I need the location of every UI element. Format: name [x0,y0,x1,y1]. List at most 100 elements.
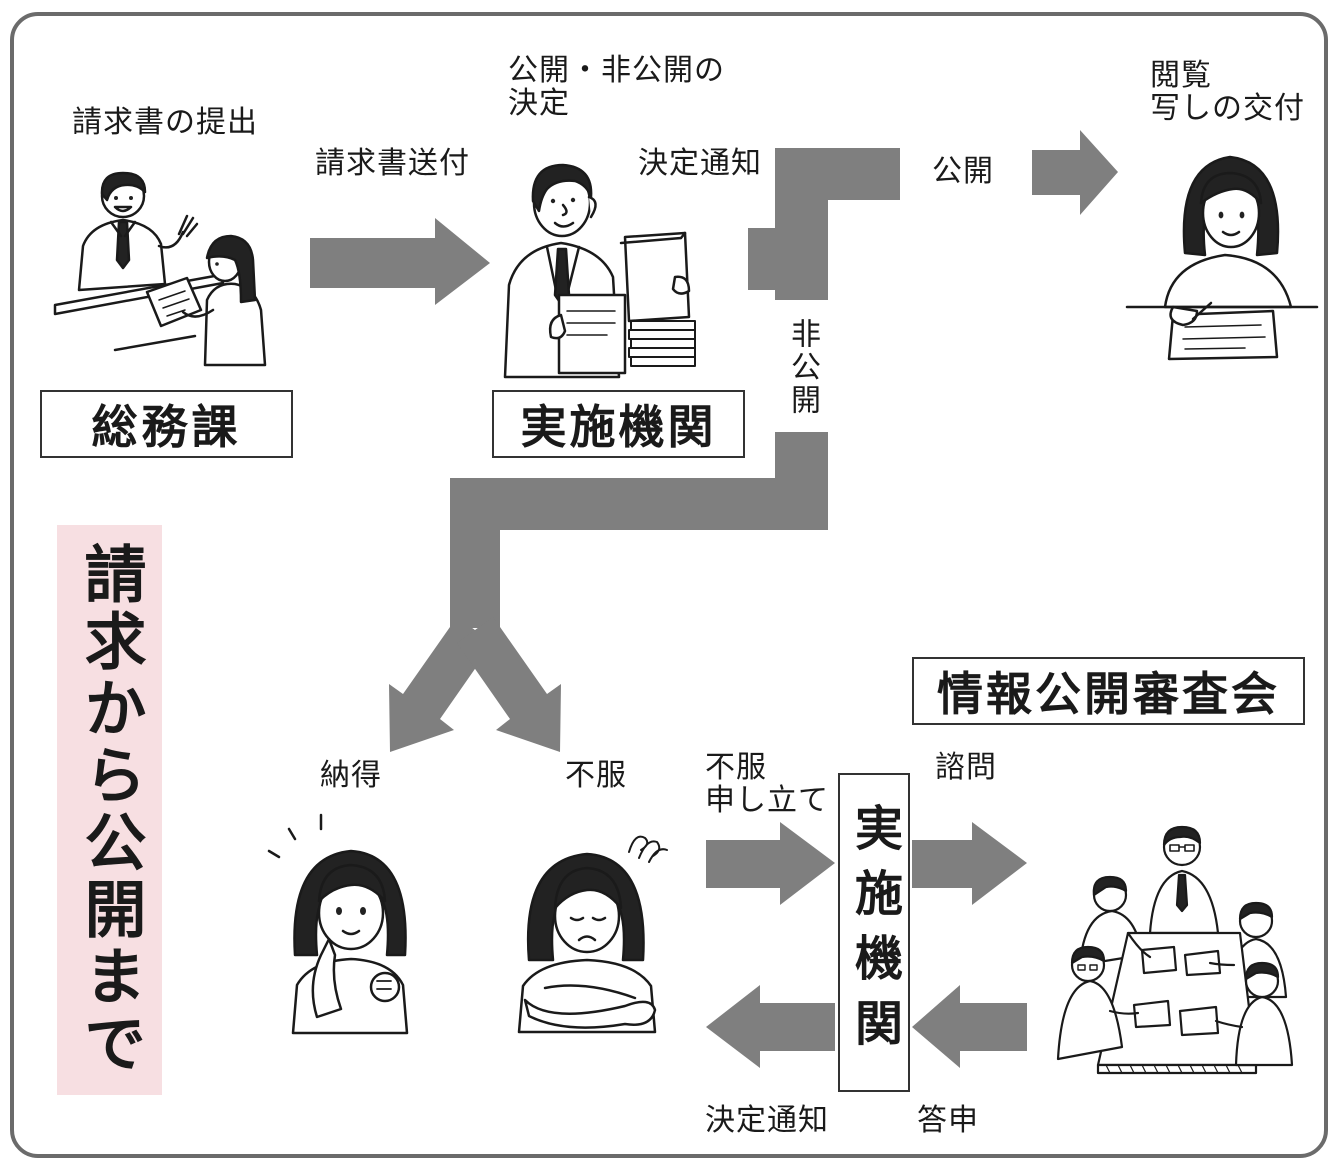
clerk-mouth [113,205,133,213]
right-fist [369,971,401,1003]
table-paper [1140,945,1178,975]
general-affairs-box: 総務課 [40,390,293,458]
acceptance-label: 納得 [320,758,382,793]
woman-body [1163,253,1293,309]
member-c-hair [1238,901,1274,921]
viewing-label-line2: 写しの交付 [1150,91,1305,126]
member-d-hair [1244,961,1280,981]
woman-eye-right [360,907,366,915]
request-forwarding-label: 請求書送付 [315,146,470,181]
clerk-raised-arm [157,214,199,249]
official-ear [587,195,597,219]
book [630,356,696,367]
official-eye-right [570,197,576,203]
woman-eye-right [1239,211,1245,219]
outer-frame [10,12,1328,1158]
official-hand-right [671,275,691,295]
woman-bangs [317,863,387,903]
woman-bangs [553,866,623,910]
branch-stem [450,478,500,628]
crossed-arms-upper [543,984,637,1000]
woman-eye [215,262,219,266]
table-paper [1132,999,1172,1029]
official-hand-left [548,313,567,340]
book [628,329,696,340]
decision-notice-label-top: 決定通知 [638,146,762,181]
review-board-meeting-illustration [1056,825,1294,1075]
woman-receiving-copy-illustration [1125,155,1319,361]
official-nose [561,203,568,217]
table-paper [1178,1005,1220,1037]
copy-document-lines [1182,324,1266,350]
request-forwarding-arrow [310,218,490,305]
document-stack [623,231,691,323]
fist-fingers [376,980,392,990]
diagram-title: 請求から公開まで [73,542,147,1078]
appeal-label-line2: 申し立て [705,783,829,818]
consultation-arrow [912,822,1027,905]
viewing-label-line1: 閲覧 [1150,58,1212,93]
appeal-label-line1: 不服 [705,750,767,785]
table-edge-pattern [1105,1064,1243,1074]
book-stack [628,320,696,367]
copy-document [1167,309,1279,361]
request-paper-lines [158,290,190,317]
implementing-agency-box-bottom: 実施機関 [838,773,910,1092]
woman-arm [181,308,215,318]
hand-at-cheek [311,937,343,1019]
disclosure-label: 公開 [932,154,994,189]
report-arrow [912,985,1027,1068]
clerk-hair [100,171,147,202]
pen [1191,301,1213,321]
title-panel: 請求から公開まで [57,525,162,1095]
official-hair [531,163,593,213]
held-document-lines [566,310,616,336]
appeal-arrow [706,822,835,905]
book [630,338,696,349]
crossed-arms [523,998,657,1029]
woman-body [203,282,267,367]
dissatisfied-woman-illustration [517,835,668,1034]
objection-branch-arrow [457,617,561,752]
decision-label-line2: 決定 [508,86,570,121]
motion-lines [267,813,323,859]
clerk-tie [115,220,131,270]
table-paper [1183,949,1222,977]
clerk-eye-left [114,196,118,200]
clerk-eye-right [129,196,133,200]
objection-label: 不服 [565,758,627,793]
woman-smile [341,929,361,936]
satisfied-woman-illustration [267,813,409,1035]
request-submission-label: 請求書の提出 [72,105,258,140]
book [628,347,696,358]
implementing-agency-vertical-text: 実施機関 [846,802,902,1063]
woman-smile [1221,230,1241,237]
final-decision-notice-arrow [706,985,835,1068]
frustration-swirl [628,835,668,863]
non-disclosure-connector-horizontal [450,478,828,530]
clerk-collar [109,220,137,238]
book [630,320,696,331]
member-b-glasses [1077,964,1098,971]
decision-notice-connector [748,148,900,300]
member-b-body [1056,979,1124,1061]
decision-notice-label-bottom: 決定通知 [705,1103,829,1138]
closed-eyes [569,916,607,922]
frown [577,935,597,942]
floor-line [113,334,197,352]
woman-eye-left [1218,211,1224,219]
disclosure-arrow [1032,130,1118,215]
chair-person-hair [1162,825,1202,847]
woman-hair [205,234,257,304]
woman-eye-left [336,907,342,915]
member-b-hair [1070,945,1106,965]
member-a-hair [1092,875,1128,897]
report-label: 答申 [917,1103,979,1138]
member-d-arm [1214,1019,1244,1029]
woman-hand [1169,305,1199,327]
member-c-arm [1208,961,1236,967]
member-b-arm [1108,1009,1140,1015]
woman-bangs [1199,171,1263,205]
